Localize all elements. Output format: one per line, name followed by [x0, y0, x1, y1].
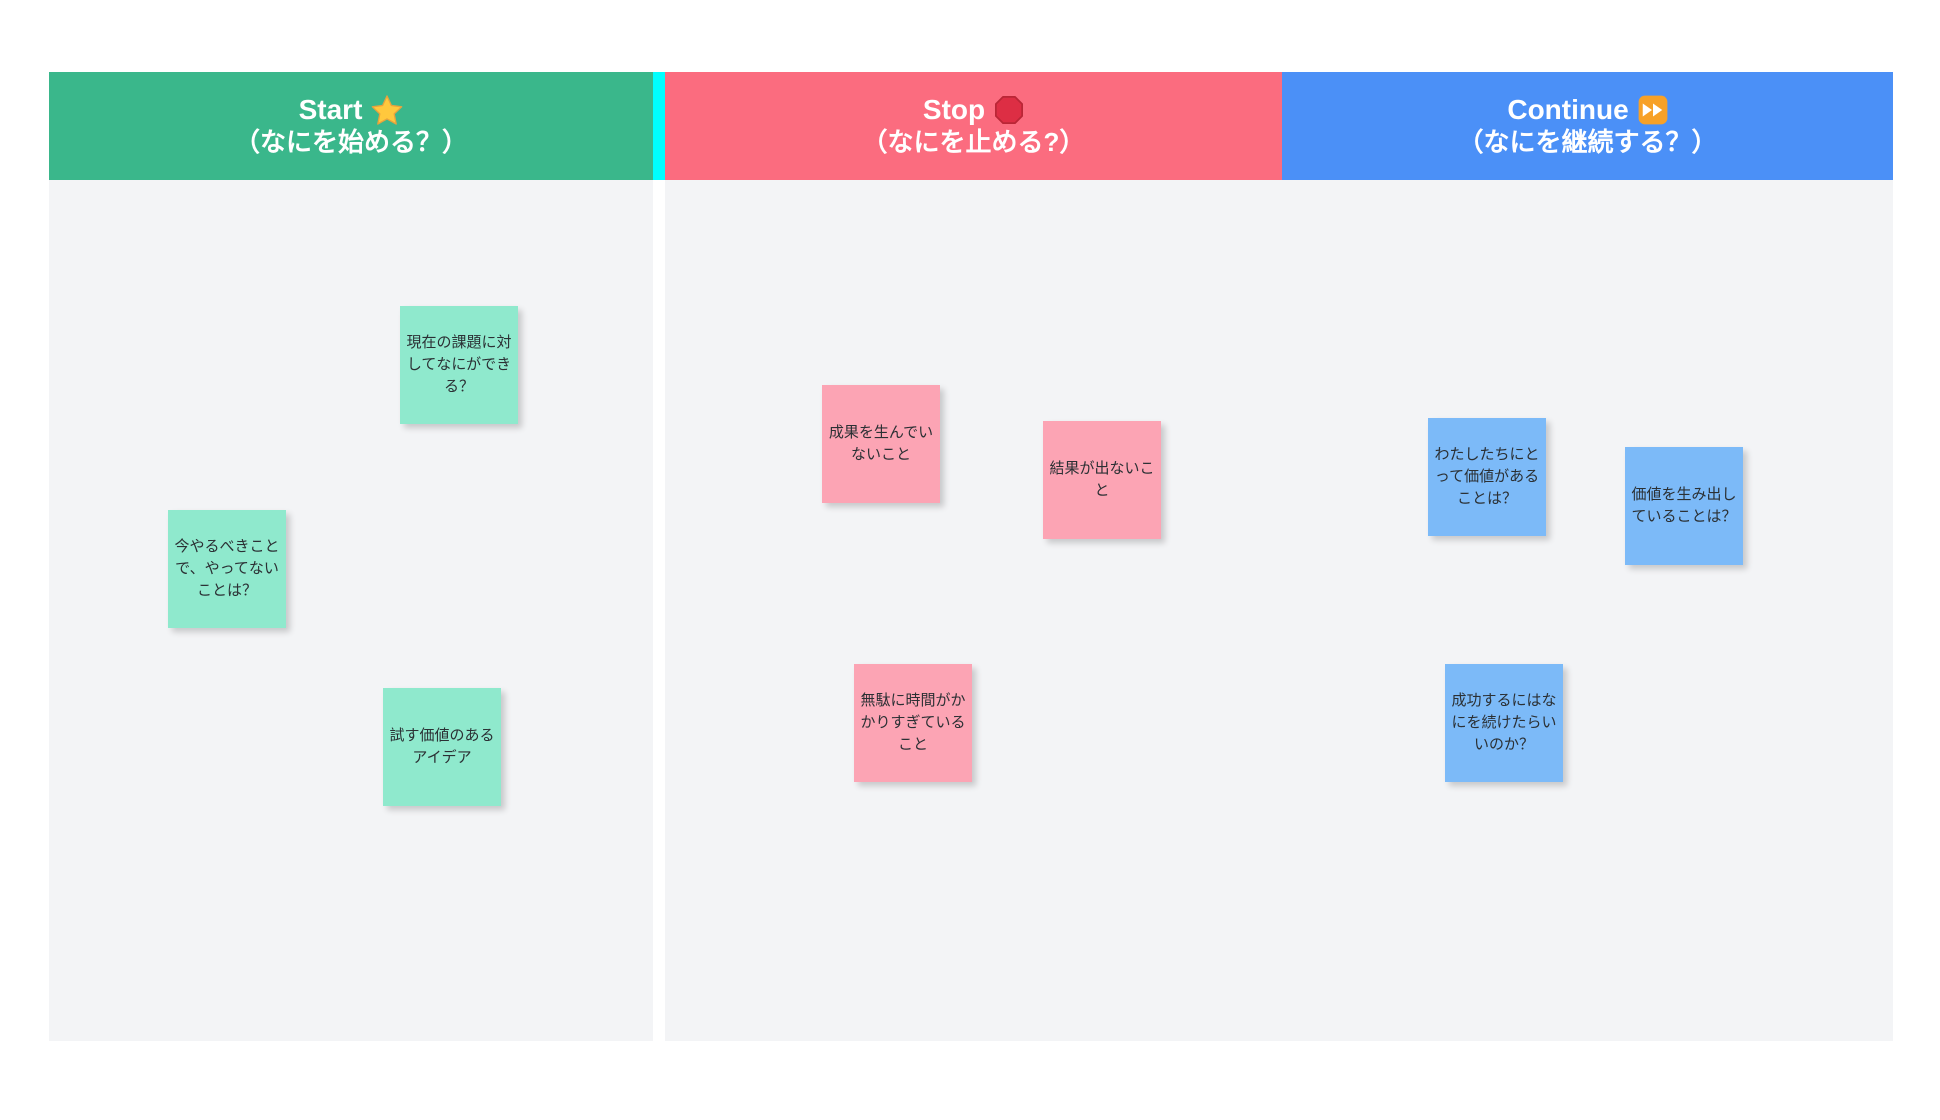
- sticky-note-text: 今やるべきことで、やってないことは？: [174, 538, 280, 599]
- start-panel-body: [49, 180, 653, 1041]
- fast-forward-icon: [1638, 95, 1668, 125]
- stop-sign-icon: [994, 95, 1024, 125]
- sticky-note[interactable]: わたしたちにとって価値があることは？: [1428, 418, 1546, 536]
- column-header-start[interactable]: Start （なにを始める？）: [49, 72, 653, 180]
- column-header-stop[interactable]: Stop （なにを止める?）: [665, 72, 1282, 180]
- sticky-note[interactable]: 試す価値のあるアイデア: [383, 688, 501, 806]
- sticky-note-text: わたしたちにとって価値があることは？: [1434, 446, 1540, 507]
- sticky-note[interactable]: 成果を生んでいないこと: [822, 385, 940, 503]
- sticky-note-text: 結果が出ないこと: [1049, 460, 1155, 499]
- sticky-note-text: 成果を生んでいないこと: [828, 424, 934, 463]
- sticky-note[interactable]: 現在の課題に対してなにができる？: [400, 306, 518, 424]
- sticky-note[interactable]: 結果が出ないこと: [1043, 421, 1161, 539]
- sticky-note-text: 価値を生み出していることは？: [1631, 486, 1737, 525]
- sticky-note-text: 現在の課題に対してなにができる？: [406, 334, 512, 395]
- frame-divider-highlight: [653, 72, 665, 180]
- sticky-note-text: 成功するにはなにを続けたらいいのか？: [1451, 692, 1557, 753]
- stop-title: Stop: [922, 94, 986, 125]
- stop-continue-panel-body: [665, 180, 1893, 1041]
- start-title: Start: [298, 94, 363, 125]
- sticky-note[interactable]: 成功するにはなにを続けたらいいのか？: [1445, 664, 1563, 782]
- continue-subtitle: （なにを継続する？）: [1457, 127, 1718, 157]
- stop-subtitle: （なにを止める?）: [861, 127, 1086, 157]
- sticky-note[interactable]: 価値を生み出していることは？: [1625, 447, 1743, 565]
- sticky-note[interactable]: 今やるべきことで、やってないことは？: [168, 510, 286, 628]
- column-header-continue[interactable]: Continue （なにを継続する？）: [1282, 72, 1893, 180]
- sticky-note-text: 試す価値のあるアイデア: [389, 727, 495, 766]
- sticky-note[interactable]: 無駄に時間がかかりすぎていること: [854, 664, 972, 782]
- sticky-note-text: 無駄に時間がかかりすぎていること: [860, 692, 966, 753]
- star-icon: [371, 94, 403, 126]
- continue-title: Continue: [1507, 94, 1629, 125]
- start-subtitle: （なにを始める？）: [233, 127, 468, 157]
